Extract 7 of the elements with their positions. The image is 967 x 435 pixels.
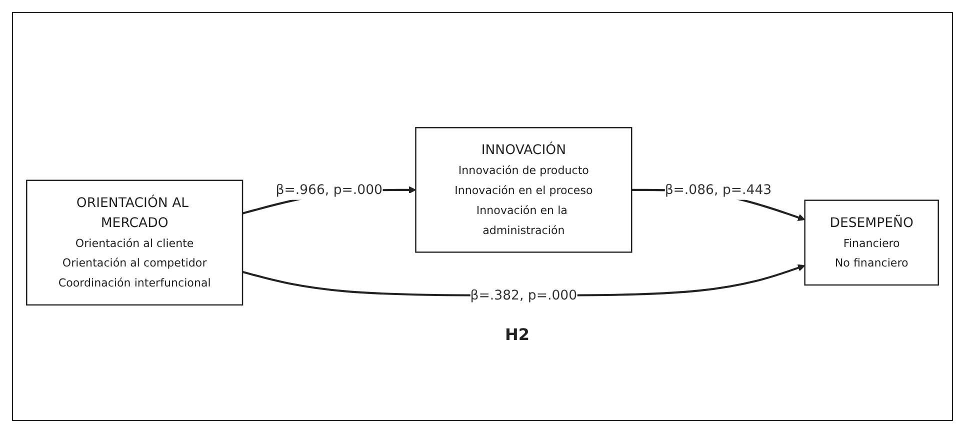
node-box: ORIENTACIÓN AL MERCADO Orientación al cliente Orientación al competidor Coordinación interfuncional bbox=[26, 180, 244, 306]
hypothesis-label: H2 bbox=[505, 325, 530, 344]
node-box: DESEMPEÑO Financiero No financiero bbox=[804, 200, 939, 286]
edge-label: β=.966, p=.000 bbox=[276, 182, 383, 198]
edge-label: β=.086, p=.443 bbox=[664, 182, 772, 198]
edge-label: β=.382, p=.000 bbox=[470, 287, 578, 303]
node-box: INNOVACIÓN Innovación de producto Innovación en el proceso Innovación en la administración bbox=[415, 127, 632, 253]
